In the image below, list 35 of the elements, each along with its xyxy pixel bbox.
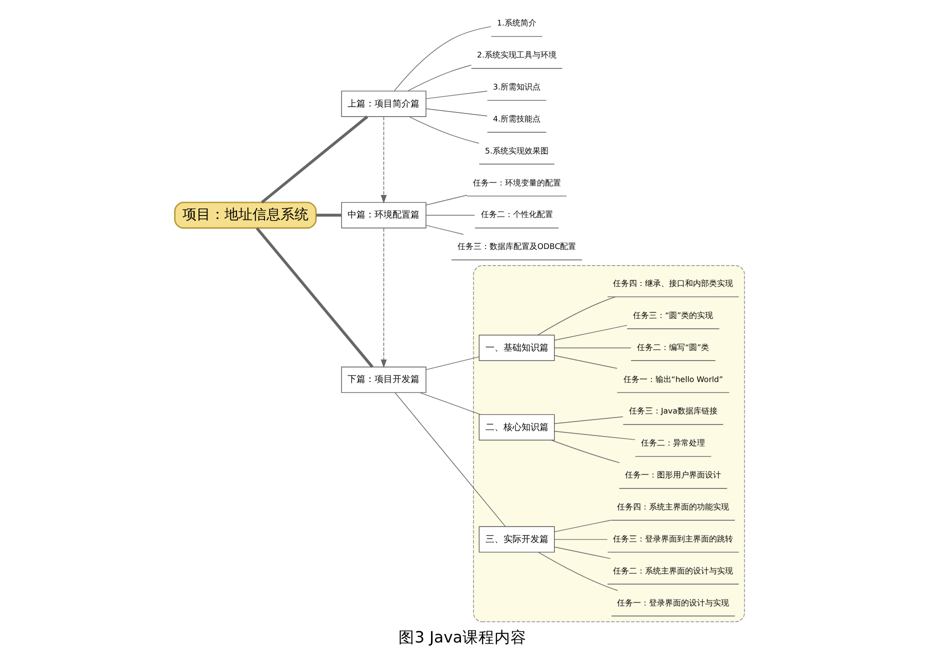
connector bbox=[316, 214, 342, 217]
node-box: 上篇：项目简介篇 bbox=[341, 90, 426, 117]
connector bbox=[426, 90, 488, 100]
node-box: 中篇：环境配置篇 bbox=[341, 202, 426, 228]
connector bbox=[554, 355, 618, 369]
connector bbox=[554, 546, 611, 559]
node-box: 二、核心知识篇 bbox=[478, 414, 555, 440]
connector bbox=[554, 430, 636, 440]
node-box: 项目：地址信息系统 bbox=[174, 202, 317, 229]
connector bbox=[554, 324, 628, 341]
connector bbox=[426, 194, 468, 206]
connector bbox=[426, 356, 480, 370]
connector bbox=[426, 224, 464, 235]
connector bbox=[554, 416, 624, 424]
connector bbox=[426, 108, 488, 116]
arrow bbox=[380, 116, 387, 204]
connector bbox=[554, 539, 608, 540]
connector bbox=[550, 440, 620, 464]
connector bbox=[537, 296, 616, 336]
connector bbox=[260, 116, 368, 204]
cluster bbox=[473, 265, 745, 622]
caption: 图3 Java课程内容 bbox=[398, 628, 526, 647]
node-box: 下篇：项目开发篇 bbox=[341, 366, 426, 393]
node-box: 一、基础知识篇 bbox=[478, 334, 555, 361]
connector bbox=[407, 64, 472, 92]
connector bbox=[554, 520, 612, 532]
arrow bbox=[380, 228, 387, 368]
connector bbox=[256, 227, 374, 368]
connector bbox=[408, 116, 480, 144]
connector bbox=[538, 552, 618, 591]
node-box: 三、实际开发篇 bbox=[478, 526, 555, 553]
connector bbox=[420, 392, 481, 415]
connector bbox=[426, 214, 476, 216]
connector bbox=[394, 26, 492, 92]
connector bbox=[394, 392, 506, 527]
